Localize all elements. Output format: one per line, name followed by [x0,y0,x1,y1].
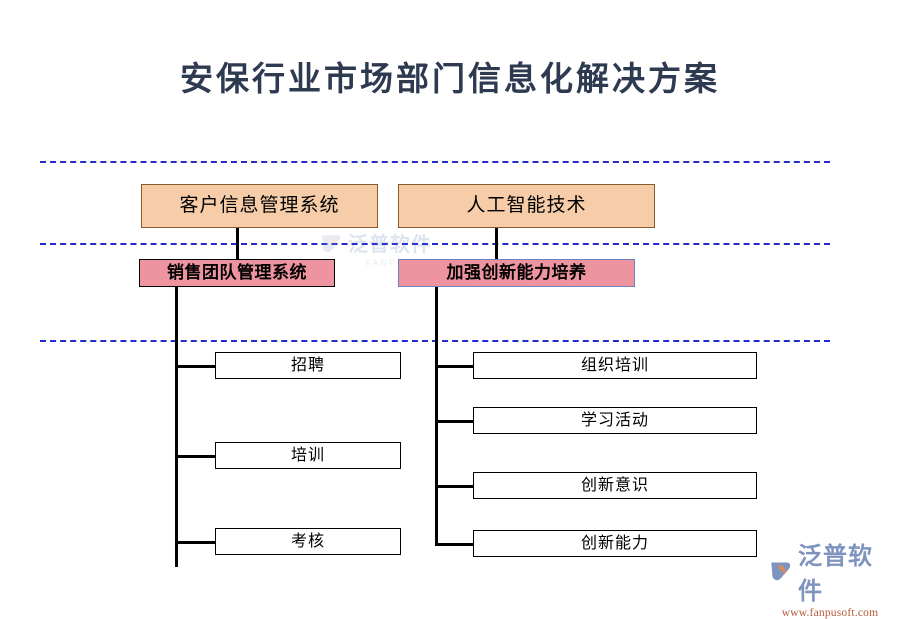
node-strengthen-innovation[interactable]: 加强创新能力培养 [398,259,635,287]
node-learning-activities[interactable]: 学习活动 [473,407,757,434]
connector-left-leaf-2 [175,455,216,458]
page-title: 安保行业市场部门信息化解决方案 [180,62,720,98]
connector-ai-to-innovation [495,228,498,259]
node-ai-technology[interactable]: 人工智能技术 [398,184,655,228]
node-organize-training[interactable]: 组织培训 [473,352,757,379]
connector-right-leaf-3 [435,485,474,488]
diagram-canvas: 安保行业市场部门信息化解决方案 泛普软件 FANPU SOFTWARE 客户信息… [40,62,878,619]
node-innovation-capability[interactable]: 创新能力 [473,530,757,557]
node-sales-team-system[interactable]: 销售团队管理系统 [139,259,335,287]
node-assessment[interactable]: 考核 [215,528,401,555]
connector-customer-to-sales [236,228,239,259]
logo-name: 泛普软件 [798,543,873,605]
connector-right-branch-trunk [435,287,438,543]
connector-left-leaf-3 [175,541,216,544]
connector-left-leaf-1 [175,365,216,368]
node-recruitment[interactable]: 招聘 [215,352,401,379]
connector-right-leaf-2 [435,420,474,423]
connector-right-leaf-1 [435,365,474,368]
fanpu-logo-icon [771,562,791,581]
section-divider-middle [40,243,830,245]
node-training[interactable]: 培训 [215,442,401,469]
connector-right-leaf-4 [435,543,474,546]
node-innovation-awareness[interactable]: 创新意识 [473,472,757,499]
fanpu-logo[interactable]: 泛普软件 www.fanpusoft.com [768,536,892,619]
connector-left-branch-trunk [175,287,178,567]
logo-url: www.fanpusoft.com [781,607,879,619]
section-divider-top [40,161,830,163]
node-customer-info-system[interactable]: 客户信息管理系统 [141,184,378,228]
